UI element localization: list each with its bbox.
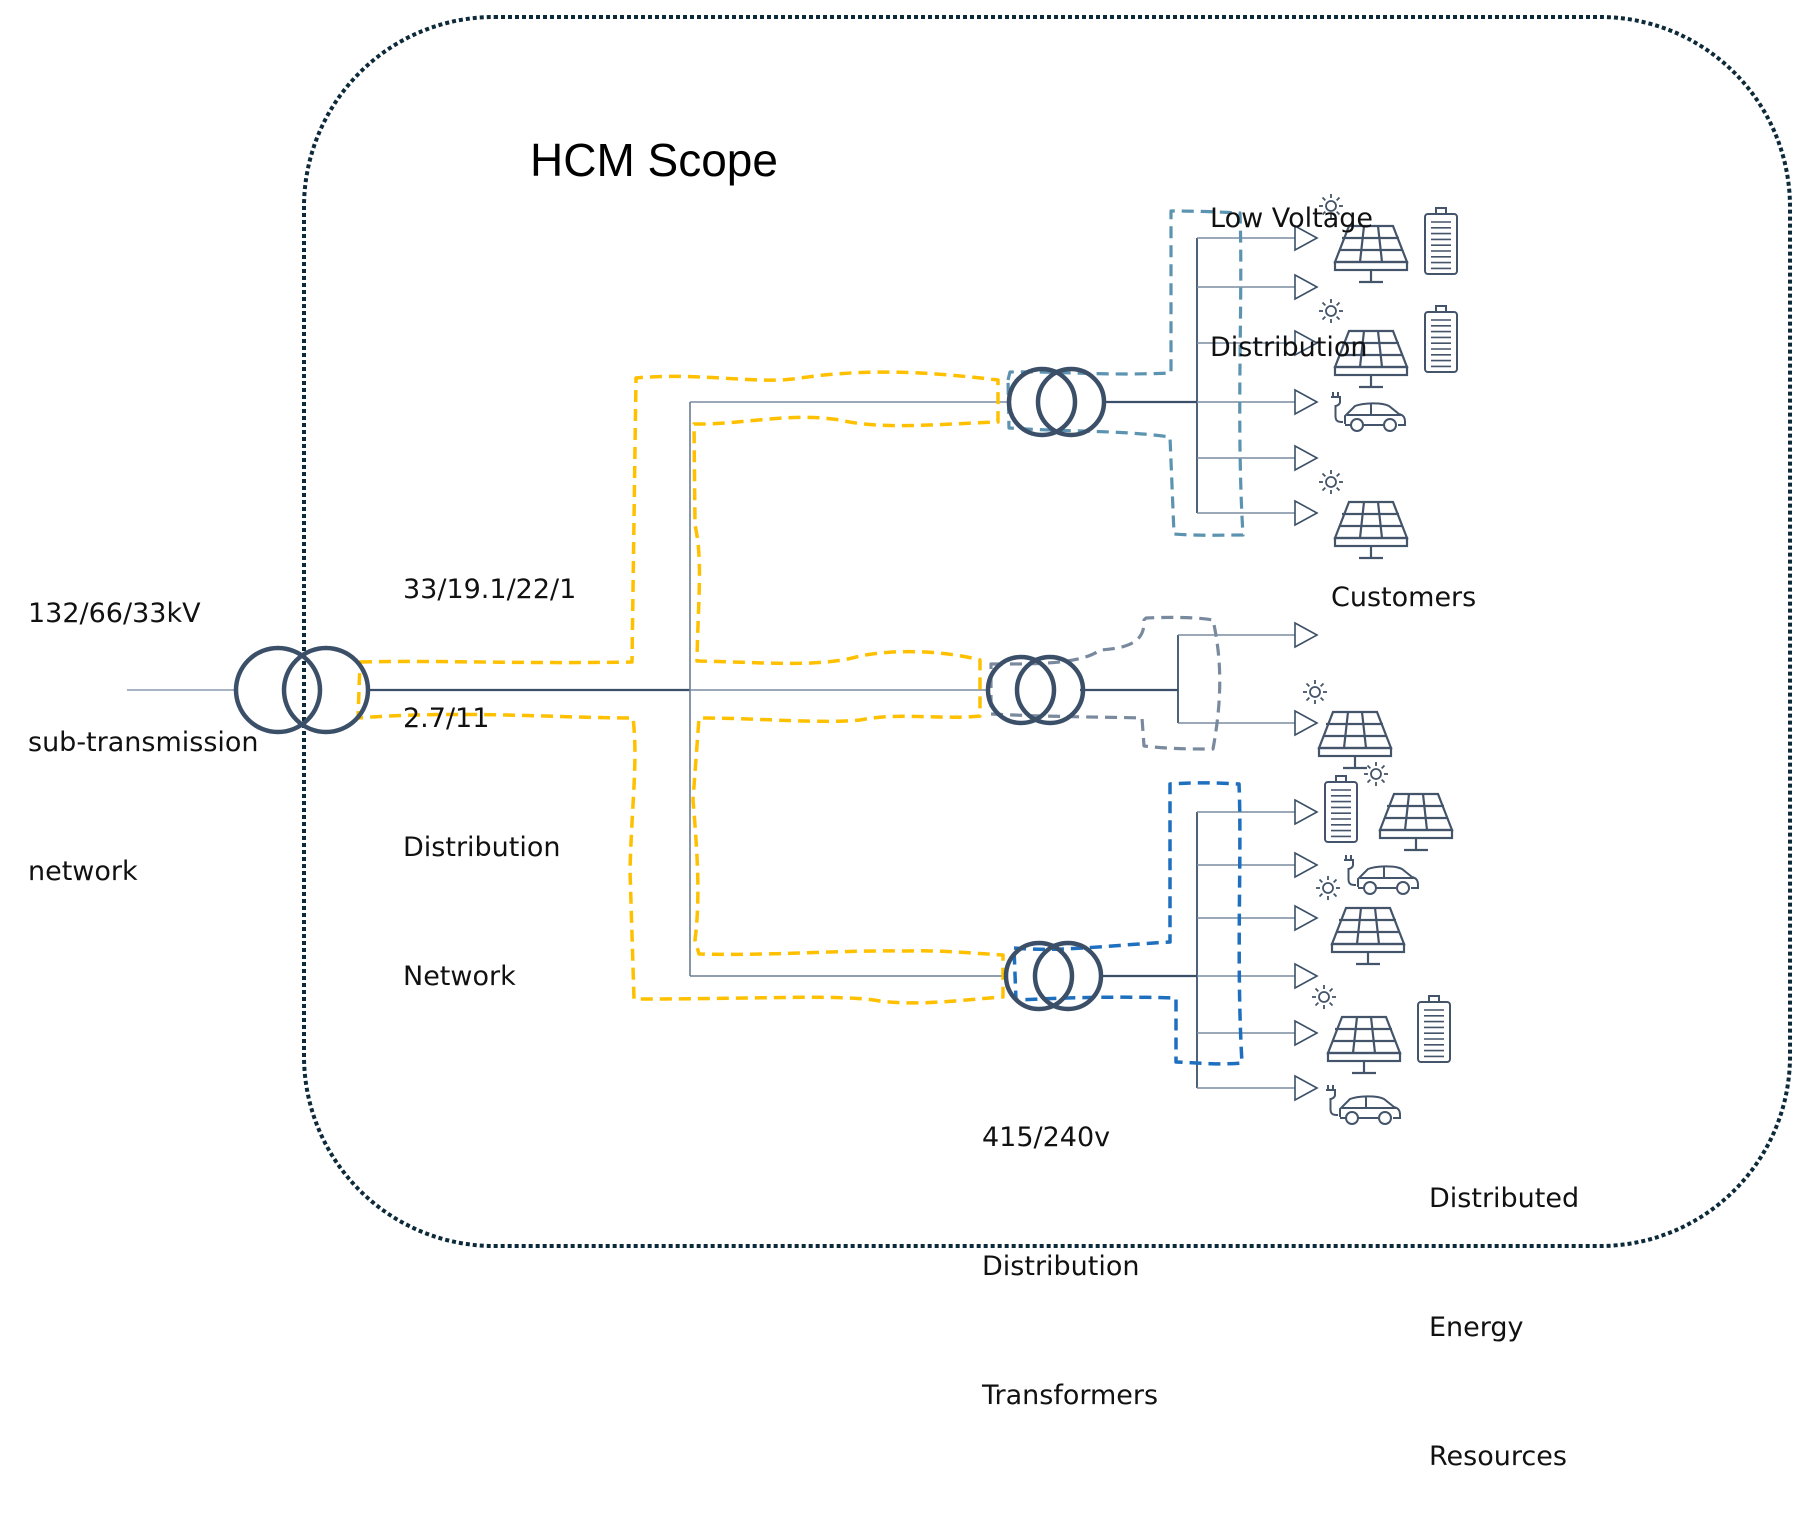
- subtransmission-label: 132/66/33kV sub-transmission network: [28, 506, 259, 936]
- battery-icon: [1324, 775, 1358, 843]
- customer-load-marker: [1294, 709, 1319, 737]
- solar-panel-icon: [1330, 906, 1406, 966]
- label-line: sub-transmission: [28, 727, 259, 758]
- customer-load-marker: [1294, 962, 1319, 990]
- customer-load-marker: [1294, 798, 1319, 826]
- label-line: Low Voltage: [1210, 203, 1374, 234]
- label-line: 33/19.1/22/1: [403, 574, 577, 605]
- customers-label: Customers: [1331, 582, 1477, 613]
- middle-transformer-primary-coil: [985, 654, 1057, 726]
- lv-scope-top: [1006, 209, 1245, 537]
- sun-icon: [1319, 194, 1343, 218]
- sun-icon: [1319, 470, 1343, 494]
- customer-load-marker: [1294, 388, 1319, 416]
- battery-icon: [1424, 207, 1458, 275]
- label-line: Distributed: [1429, 1183, 1580, 1214]
- low-voltage-label: Low Voltage Distribution: [1210, 111, 1373, 412]
- customer-load-marker: [1294, 329, 1319, 357]
- label-line: Distribution: [982, 1251, 1140, 1282]
- customer-load-marker: [1294, 444, 1319, 472]
- hv-scope-outline: [356, 370, 1005, 1005]
- label-line: Distribution: [403, 832, 561, 863]
- customer-load-marker: [1294, 224, 1319, 252]
- der-label: Distributed Energy Resources: [1429, 1091, 1579, 1521]
- customer-load-marker: [1294, 499, 1319, 527]
- distribution-network-label: 33/19.1/22/1 2.7/11 Distribution Network: [403, 482, 576, 1041]
- top-transformer-secondary-coil: [1035, 366, 1107, 438]
- battery-icon: [1417, 995, 1451, 1063]
- battery-icon: [1424, 305, 1458, 373]
- ev-car-icon: [1344, 855, 1419, 895]
- ev-car-icon: [1326, 1085, 1401, 1125]
- label-line: Transformers: [982, 1380, 1159, 1411]
- label-line: Resources: [1429, 1441, 1567, 1472]
- solar-panel-icon: [1378, 792, 1454, 852]
- label-line: 132/66/33kV: [28, 598, 201, 629]
- solar-panel-icon: [1326, 1015, 1402, 1075]
- sun-icon: [1319, 299, 1343, 323]
- customer-load-marker: [1294, 1019, 1319, 1047]
- label-line: network: [28, 856, 138, 887]
- customer-load-marker: [1294, 1074, 1319, 1102]
- ev-car-icon: [1331, 392, 1406, 432]
- network-diagram: [127, 15, 1792, 1248]
- solar-panel-icon: [1333, 329, 1409, 389]
- main-transformer-primary-coil: [233, 645, 323, 735]
- customer-load-marker: [1294, 273, 1319, 301]
- label-line: Network: [403, 961, 516, 992]
- solar-panel-icon: [1333, 500, 1409, 560]
- customer-load-marker: [1294, 904, 1319, 932]
- solar-panel-icon: [1317, 710, 1393, 770]
- hcm-scope-border: [302, 15, 1792, 1248]
- sun-icon: [1303, 680, 1327, 704]
- label-line: Distribution: [1210, 332, 1368, 363]
- sun-icon: [1316, 876, 1340, 900]
- customer-load-marker: [1294, 851, 1319, 879]
- lv-scope-bottom: [1012, 781, 1244, 1066]
- bottom-transformer-secondary-coil: [1032, 940, 1104, 1012]
- lv-scope-middle: [989, 615, 1222, 751]
- solar-panel-icon: [1333, 224, 1409, 284]
- main-transformer-secondary-coil: [281, 645, 371, 735]
- sun-icon: [1364, 762, 1388, 786]
- transformers-label: 415/240v Distribution Transformers: [982, 1030, 1158, 1460]
- hcm-scope-title: HCM Scope: [530, 134, 778, 186]
- bottom-transformer-primary-coil: [1003, 940, 1075, 1012]
- label-line: 415/240v: [982, 1122, 1111, 1153]
- middle-transformer-secondary-coil: [1014, 654, 1086, 726]
- label-line: 2.7/11: [403, 703, 490, 734]
- customer-load-marker: [1294, 621, 1319, 649]
- label-line: Energy: [1429, 1312, 1524, 1343]
- top-transformer-primary-coil: [1006, 366, 1078, 438]
- sun-icon: [1312, 985, 1336, 1009]
